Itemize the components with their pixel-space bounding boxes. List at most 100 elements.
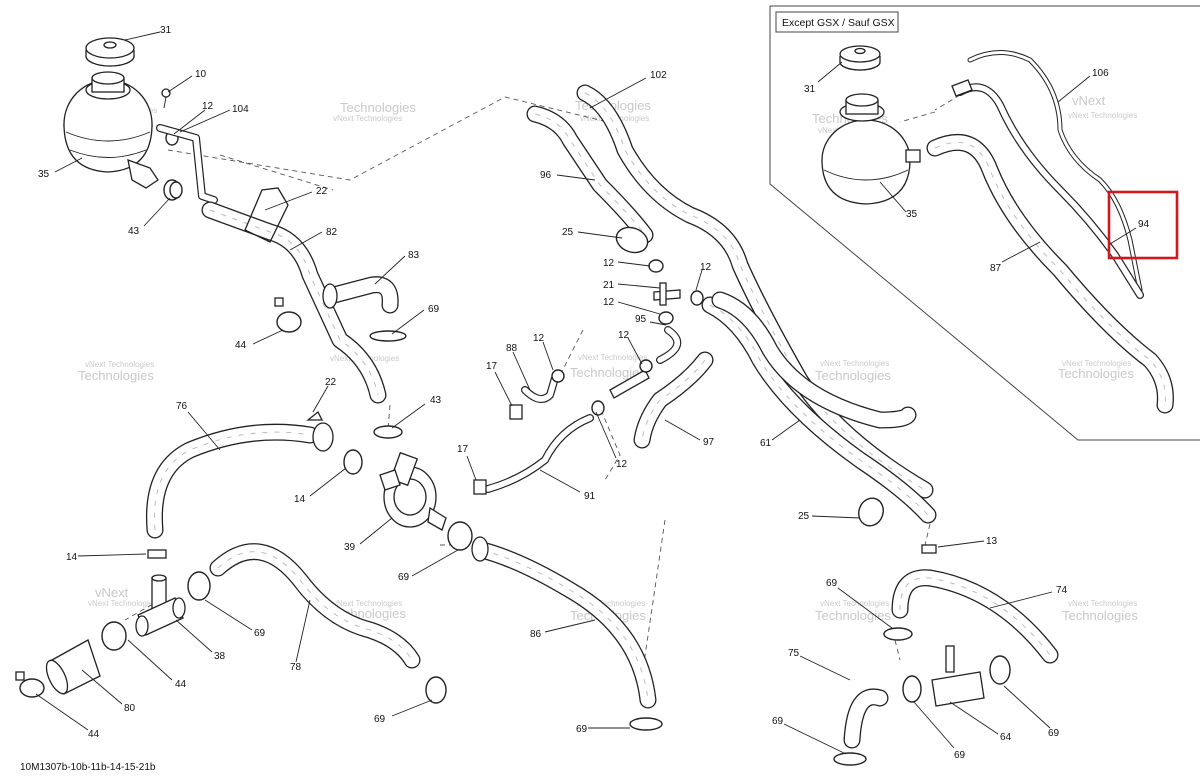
clamp-14-left[interactable] [147, 549, 167, 559]
clamp-12-c1[interactable] [648, 259, 664, 273]
hose-82[interactable] [201, 187, 387, 404]
hose-74[interactable] [891, 569, 1059, 664]
clamp-69-r1[interactable] [883, 627, 913, 641]
hose-88[interactable] [521, 374, 559, 403]
clamp-25-right[interactable] [855, 495, 887, 530]
clamp-25-center[interactable] [613, 223, 651, 256]
callout-label: 25 [798, 511, 810, 522]
clamp-69-bottom-left[interactable] [425, 676, 447, 704]
callout-label: 17 [486, 361, 498, 372]
callout-label: 17 [457, 444, 469, 455]
coolant-reservoir[interactable] [63, 71, 159, 189]
callout-label: 82 [326, 227, 338, 238]
callout-label: 102 [650, 70, 667, 81]
callout-label: 96 [540, 170, 552, 181]
clamp-69-mid[interactable] [447, 521, 473, 551]
thermostat-housing-39[interactable] [379, 451, 447, 531]
hose-104[interactable] [156, 124, 218, 204]
callout-label: 12 [603, 258, 615, 269]
inset-reservoir-35[interactable] [821, 93, 921, 205]
inset-hose-87[interactable] [926, 133, 1174, 414]
screw-10[interactable] [161, 88, 171, 109]
callout-label: 43 [430, 395, 442, 406]
clamp-69-r3[interactable] [833, 752, 867, 766]
elbow-83[interactable] [322, 276, 399, 314]
callout-label: 22 [325, 377, 337, 388]
callout-label: 94 [1138, 219, 1150, 230]
clamp-69-r2[interactable] [989, 655, 1011, 685]
clamp-17-upper[interactable] [509, 404, 523, 420]
clamp-69-bottom-center[interactable] [629, 717, 663, 731]
hose-97[interactable] [633, 351, 714, 449]
callout-label: 78 [290, 662, 302, 673]
inset-label: Except GSX / Sauf GSX [782, 17, 895, 29]
tee-fitting-38[interactable] [135, 574, 186, 637]
watermark-text: Technologies [1058, 366, 1134, 381]
callout-label: 31 [804, 84, 816, 95]
watermark-text: vNext Technologies [1062, 359, 1131, 368]
fitting-12-c4[interactable] [609, 359, 653, 399]
callout-label: 39 [344, 542, 356, 553]
sleeve-13[interactable] [921, 544, 937, 554]
callout-label: 88 [506, 343, 518, 354]
callout-label: 44 [88, 729, 100, 740]
hose-76[interactable] [145, 410, 334, 539]
watermark-text: vNext [1072, 93, 1106, 108]
callout-label: 22 [316, 186, 328, 197]
callout-label: 87 [990, 263, 1002, 274]
tee-21[interactable] [653, 282, 681, 306]
watermark-text: vNext [95, 585, 129, 600]
hose-102[interactable] [576, 84, 934, 499]
inset-cap-31[interactable] [839, 45, 881, 71]
hose-91[interactable] [484, 414, 594, 493]
clamp-69-a[interactable] [369, 330, 407, 342]
hose-86[interactable] [471, 536, 657, 709]
watermark-text: vNext Technologies [820, 359, 889, 368]
callout-label: 38 [214, 651, 226, 662]
inset-hose-106[interactable] [967, 50, 1143, 293]
clamp-69-r4[interactable] [902, 675, 922, 703]
clamp-69-left[interactable] [187, 571, 211, 601]
callout-label: 80 [124, 703, 136, 714]
clamp-43-mid[interactable] [373, 425, 403, 439]
clamp-44-a[interactable] [274, 297, 302, 333]
hose-95[interactable] [656, 326, 682, 364]
clamp-12-c2[interactable] [690, 290, 704, 306]
inset-label-box [775, 11, 899, 33]
clamp-12-c3[interactable] [658, 311, 674, 325]
callout-label: 69 [576, 724, 588, 735]
callout-label: 104 [232, 104, 249, 115]
watermark-text: vNext Technologies [88, 599, 157, 608]
watermark-text: Technologies [815, 368, 891, 383]
callout-labels: 31 10 12 104 35 43 22 82 83 69 44 102 96… [38, 25, 1150, 761]
callout-label: 44 [235, 340, 247, 351]
clamp-44-left-a[interactable] [101, 621, 127, 651]
hose-75[interactable] [843, 688, 889, 749]
callout-label: 69 [954, 750, 966, 761]
clamp-12-c6[interactable] [551, 369, 565, 383]
watermark-text: Technologies [815, 608, 891, 623]
connector-64[interactable] [931, 645, 985, 707]
callout-label: 86 [530, 629, 542, 640]
callout-label: 69 [826, 578, 838, 589]
hose-80[interactable] [42, 639, 101, 697]
inset-hose-94[interactable] [951, 79, 1144, 299]
clamp-14-mid[interactable] [343, 449, 363, 475]
callout-label: 12 [616, 459, 628, 470]
clamp-17-lower[interactable] [473, 479, 487, 495]
callout-label: 44 [175, 679, 187, 690]
clamp-12-c5[interactable] [591, 400, 605, 416]
clamp-44-left-b[interactable] [15, 671, 45, 698]
callout-label: 12 [533, 333, 545, 344]
callout-label: 12 [603, 297, 615, 308]
hose-96[interactable] [526, 105, 654, 244]
reservoir-cap[interactable] [85, 37, 135, 67]
hose-61-branch[interactable] [711, 291, 917, 429]
callout-label: 97 [703, 437, 715, 448]
clamp-43-top[interactable] [163, 179, 183, 201]
callout-label: 69 [428, 304, 440, 315]
callout-label: 13 [986, 536, 998, 547]
leader-lines [35, 31, 1137, 755]
hose-78[interactable] [209, 543, 421, 669]
hose-61[interactable] [700, 296, 937, 524]
